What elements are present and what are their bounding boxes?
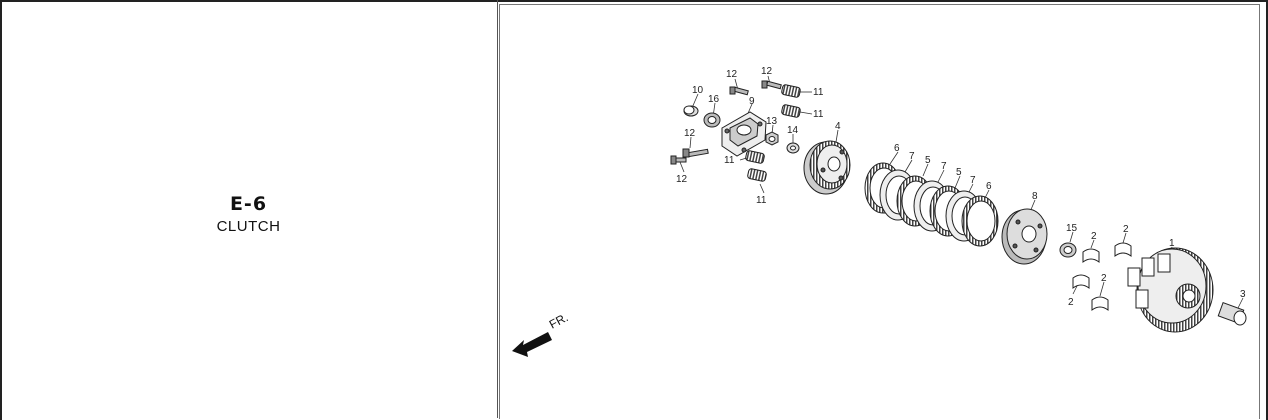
part-10-cap [683, 105, 699, 117]
callout: 11 [724, 155, 735, 166]
callout: 2 [1068, 297, 1074, 308]
callout: 13 [766, 116, 778, 127]
part-9-lifter-plate [721, 111, 767, 157]
callout: 1 [1169, 238, 1175, 249]
callout: 7 [970, 175, 976, 186]
part-4-pressure-plate [803, 140, 851, 195]
callout: 15 [1066, 223, 1078, 234]
callout: 5 [925, 155, 931, 166]
callout: 9 [749, 96, 755, 107]
section-name: CLUTCH [216, 218, 281, 235]
callout: 3 [1240, 289, 1246, 300]
callout: 6 [894, 143, 900, 154]
callout: 2 [1123, 224, 1129, 235]
part-8-clutch-center [1001, 208, 1048, 265]
part-2-dampers [1072, 242, 1132, 311]
callout: 11 [813, 109, 824, 120]
clutch-plate-stack [864, 162, 999, 247]
callout: 12 [726, 69, 738, 80]
callout: 8 [1032, 191, 1038, 202]
callout: 12 [684, 128, 696, 139]
callout: 6 [986, 181, 992, 192]
front-direction-arrow [512, 332, 552, 357]
part-3-collar [1217, 302, 1247, 326]
callout: 7 [941, 161, 947, 172]
part-11-springs [745, 84, 801, 182]
callout: 14 [787, 125, 799, 136]
callout: 2 [1091, 231, 1097, 242]
front-direction-label: FR. [547, 310, 571, 331]
callout-labels: 10 16 12 12 9 11 11 13 14 12 12 11 11 4 … [676, 66, 1246, 308]
callout: 2 [1101, 273, 1107, 284]
callout: 16 [708, 94, 720, 105]
callout: 11 [813, 87, 824, 98]
callout: 7 [909, 151, 915, 162]
part-12-bolts [670, 80, 782, 165]
part-14-washer [786, 142, 800, 154]
part-13-nut [765, 131, 779, 146]
part-1-clutch-outer [1127, 247, 1214, 333]
part-16-bearing [703, 112, 721, 128]
callout: 5 [956, 167, 962, 178]
callout: 10 [692, 85, 704, 96]
callout: 12 [676, 174, 688, 185]
section-title-panel: E-6 CLUTCH [0, 0, 498, 418]
callout: 4 [835, 121, 841, 132]
callout: 11 [756, 195, 767, 206]
exploded-view-panel [499, 4, 1260, 419]
part-15-washer [1059, 242, 1077, 258]
section-code: E-6 [229, 193, 268, 215]
callout: 12 [761, 66, 773, 77]
